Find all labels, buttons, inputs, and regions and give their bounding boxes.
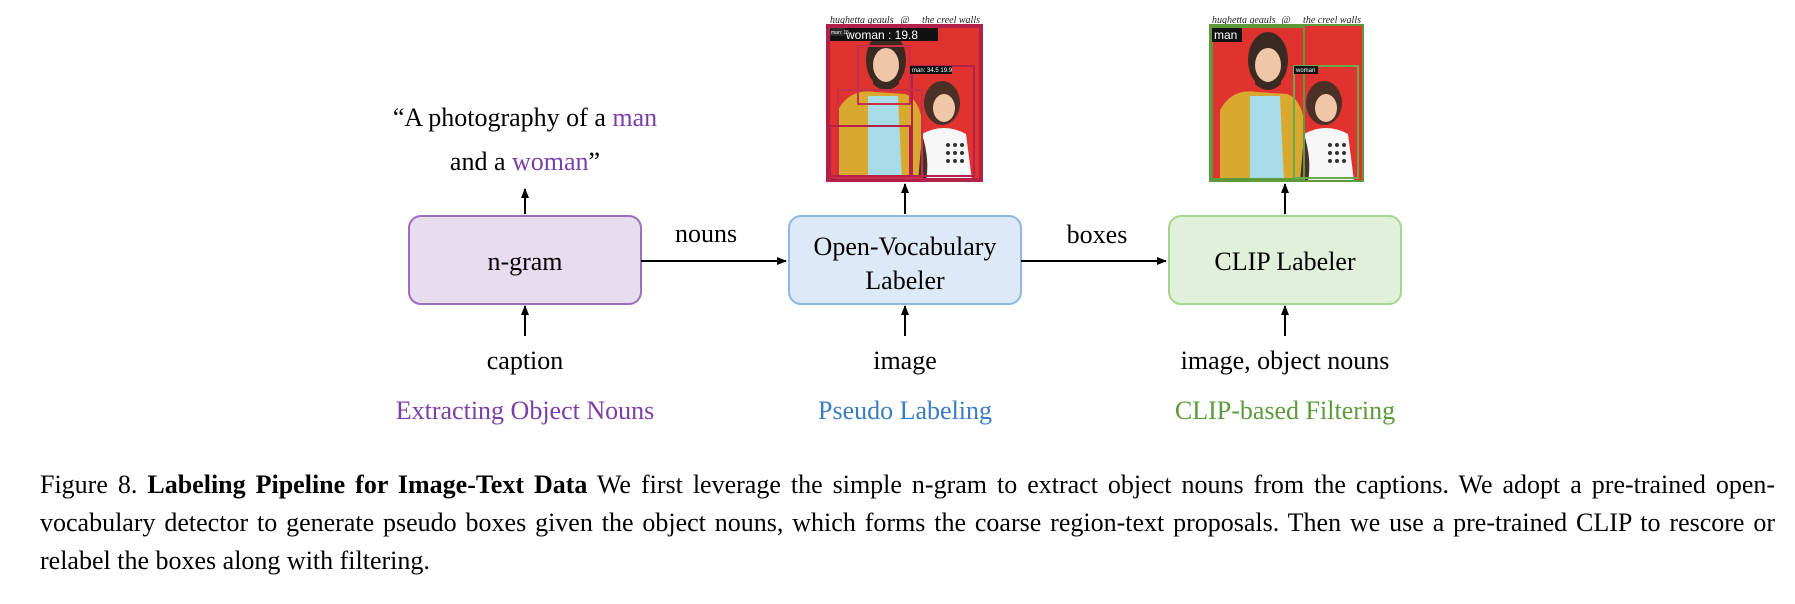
labeler-output-photo: hughetta geauls @ the creel walls	[826, 15, 983, 182]
noun-woman: woman	[512, 147, 589, 176]
photo2-detection-man: man	[1214, 28, 1237, 42]
ngram-stage-title: Extracting Object Nouns	[396, 396, 655, 425]
clip-input-label: image, object nouns	[1181, 346, 1390, 375]
photo1-header-right: the creel walls	[922, 15, 980, 26]
photo2-header-mid: @	[1281, 15, 1290, 26]
clip-box	[1168, 215, 1402, 305]
photo2-header-left: hughetta geauls	[1212, 15, 1276, 26]
ngram-output-line1: “A photography of a man	[393, 103, 657, 132]
clip-stage-title: CLIP-based Filtering	[1175, 396, 1395, 425]
photo1-detection-man-2: man: 34.5 19.9	[912, 68, 953, 74]
ngram-box-label: n-gram	[487, 247, 562, 276]
labeler-box-label-2: Labeler	[865, 266, 945, 295]
labeler-box-label: Open-Vocabulary	[814, 232, 997, 261]
photo1-header-left: hughetta geauls	[830, 15, 894, 26]
clip-box-label: CLIP Labeler	[1214, 247, 1356, 276]
pipeline-diagram: “A photography of a man and a woman” n-g…	[393, 15, 1402, 425]
photo2-header-right: the creel walls	[1303, 15, 1361, 26]
nouns-edge-label: nouns	[675, 219, 737, 248]
photo1-detection-woman: woman : 19.8	[845, 28, 918, 42]
labeler-stage-title: Pseudo Labeling	[818, 396, 992, 425]
ngram-input-label: caption	[487, 346, 564, 375]
figure-caption: Figure 8. Labeling Pipeline for Image-Te…	[40, 466, 1775, 580]
photo1-header-mid: @	[900, 15, 909, 26]
ngram-output-line2: and a woman”	[450, 147, 600, 176]
photo1-detection-man: man: 15	[831, 30, 849, 36]
photo2-detection-woman: woman	[1295, 68, 1315, 74]
figure-title: Labeling Pipeline for Image-Text Data	[147, 470, 588, 499]
figure-caption-body: We first leverage the simple n-gram to e…	[40, 470, 1776, 575]
noun-man: man	[612, 103, 657, 132]
labeler-input-label: image	[873, 346, 937, 375]
clip-output-photo: hughetta geauls @ the creel walls man wo…	[1209, 15, 1364, 182]
boxes-edge-label: boxes	[1067, 220, 1128, 249]
figure-number: Figure 8.	[40, 470, 138, 499]
